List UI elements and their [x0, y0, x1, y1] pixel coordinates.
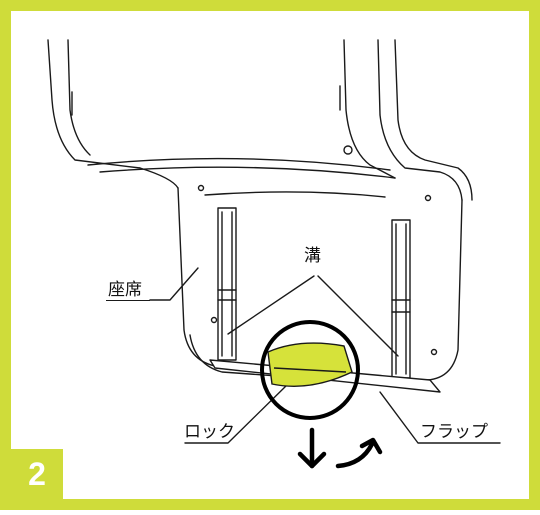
rotate-arrow	[335, 437, 383, 469]
seat-left-outer	[139, 167, 179, 189]
back-left-edge	[47, 39, 141, 169]
leader-groove-right	[317, 275, 399, 357]
groove-left	[217, 207, 237, 361]
step-number-badge: 2	[11, 449, 63, 499]
back-left-inner	[67, 39, 91, 156]
seat-label: 座席	[108, 280, 142, 300]
seat-shell-bottom	[189, 334, 431, 388]
leader-lock	[184, 383, 289, 444]
back-right-inner	[377, 39, 463, 201]
flap-label: フラップ	[420, 422, 488, 442]
leader-seat	[149, 267, 199, 301]
lock-magnifier	[260, 320, 360, 420]
leader-groove-left	[227, 275, 315, 335]
lock-lever	[267, 342, 353, 387]
down-arrow	[297, 427, 327, 469]
back-right-outer	[394, 39, 473, 201]
leader-flap	[379, 391, 501, 444]
seat-top-edge	[87, 157, 391, 171]
seat-top-edge-2	[99, 166, 396, 179]
groove-label: 溝	[304, 246, 321, 266]
groove-right	[391, 219, 411, 379]
seat-underline	[106, 300, 150, 301]
lock-label: ロック	[184, 422, 235, 442]
seat-crease	[204, 191, 386, 198]
back-right-edge	[343, 39, 396, 179]
